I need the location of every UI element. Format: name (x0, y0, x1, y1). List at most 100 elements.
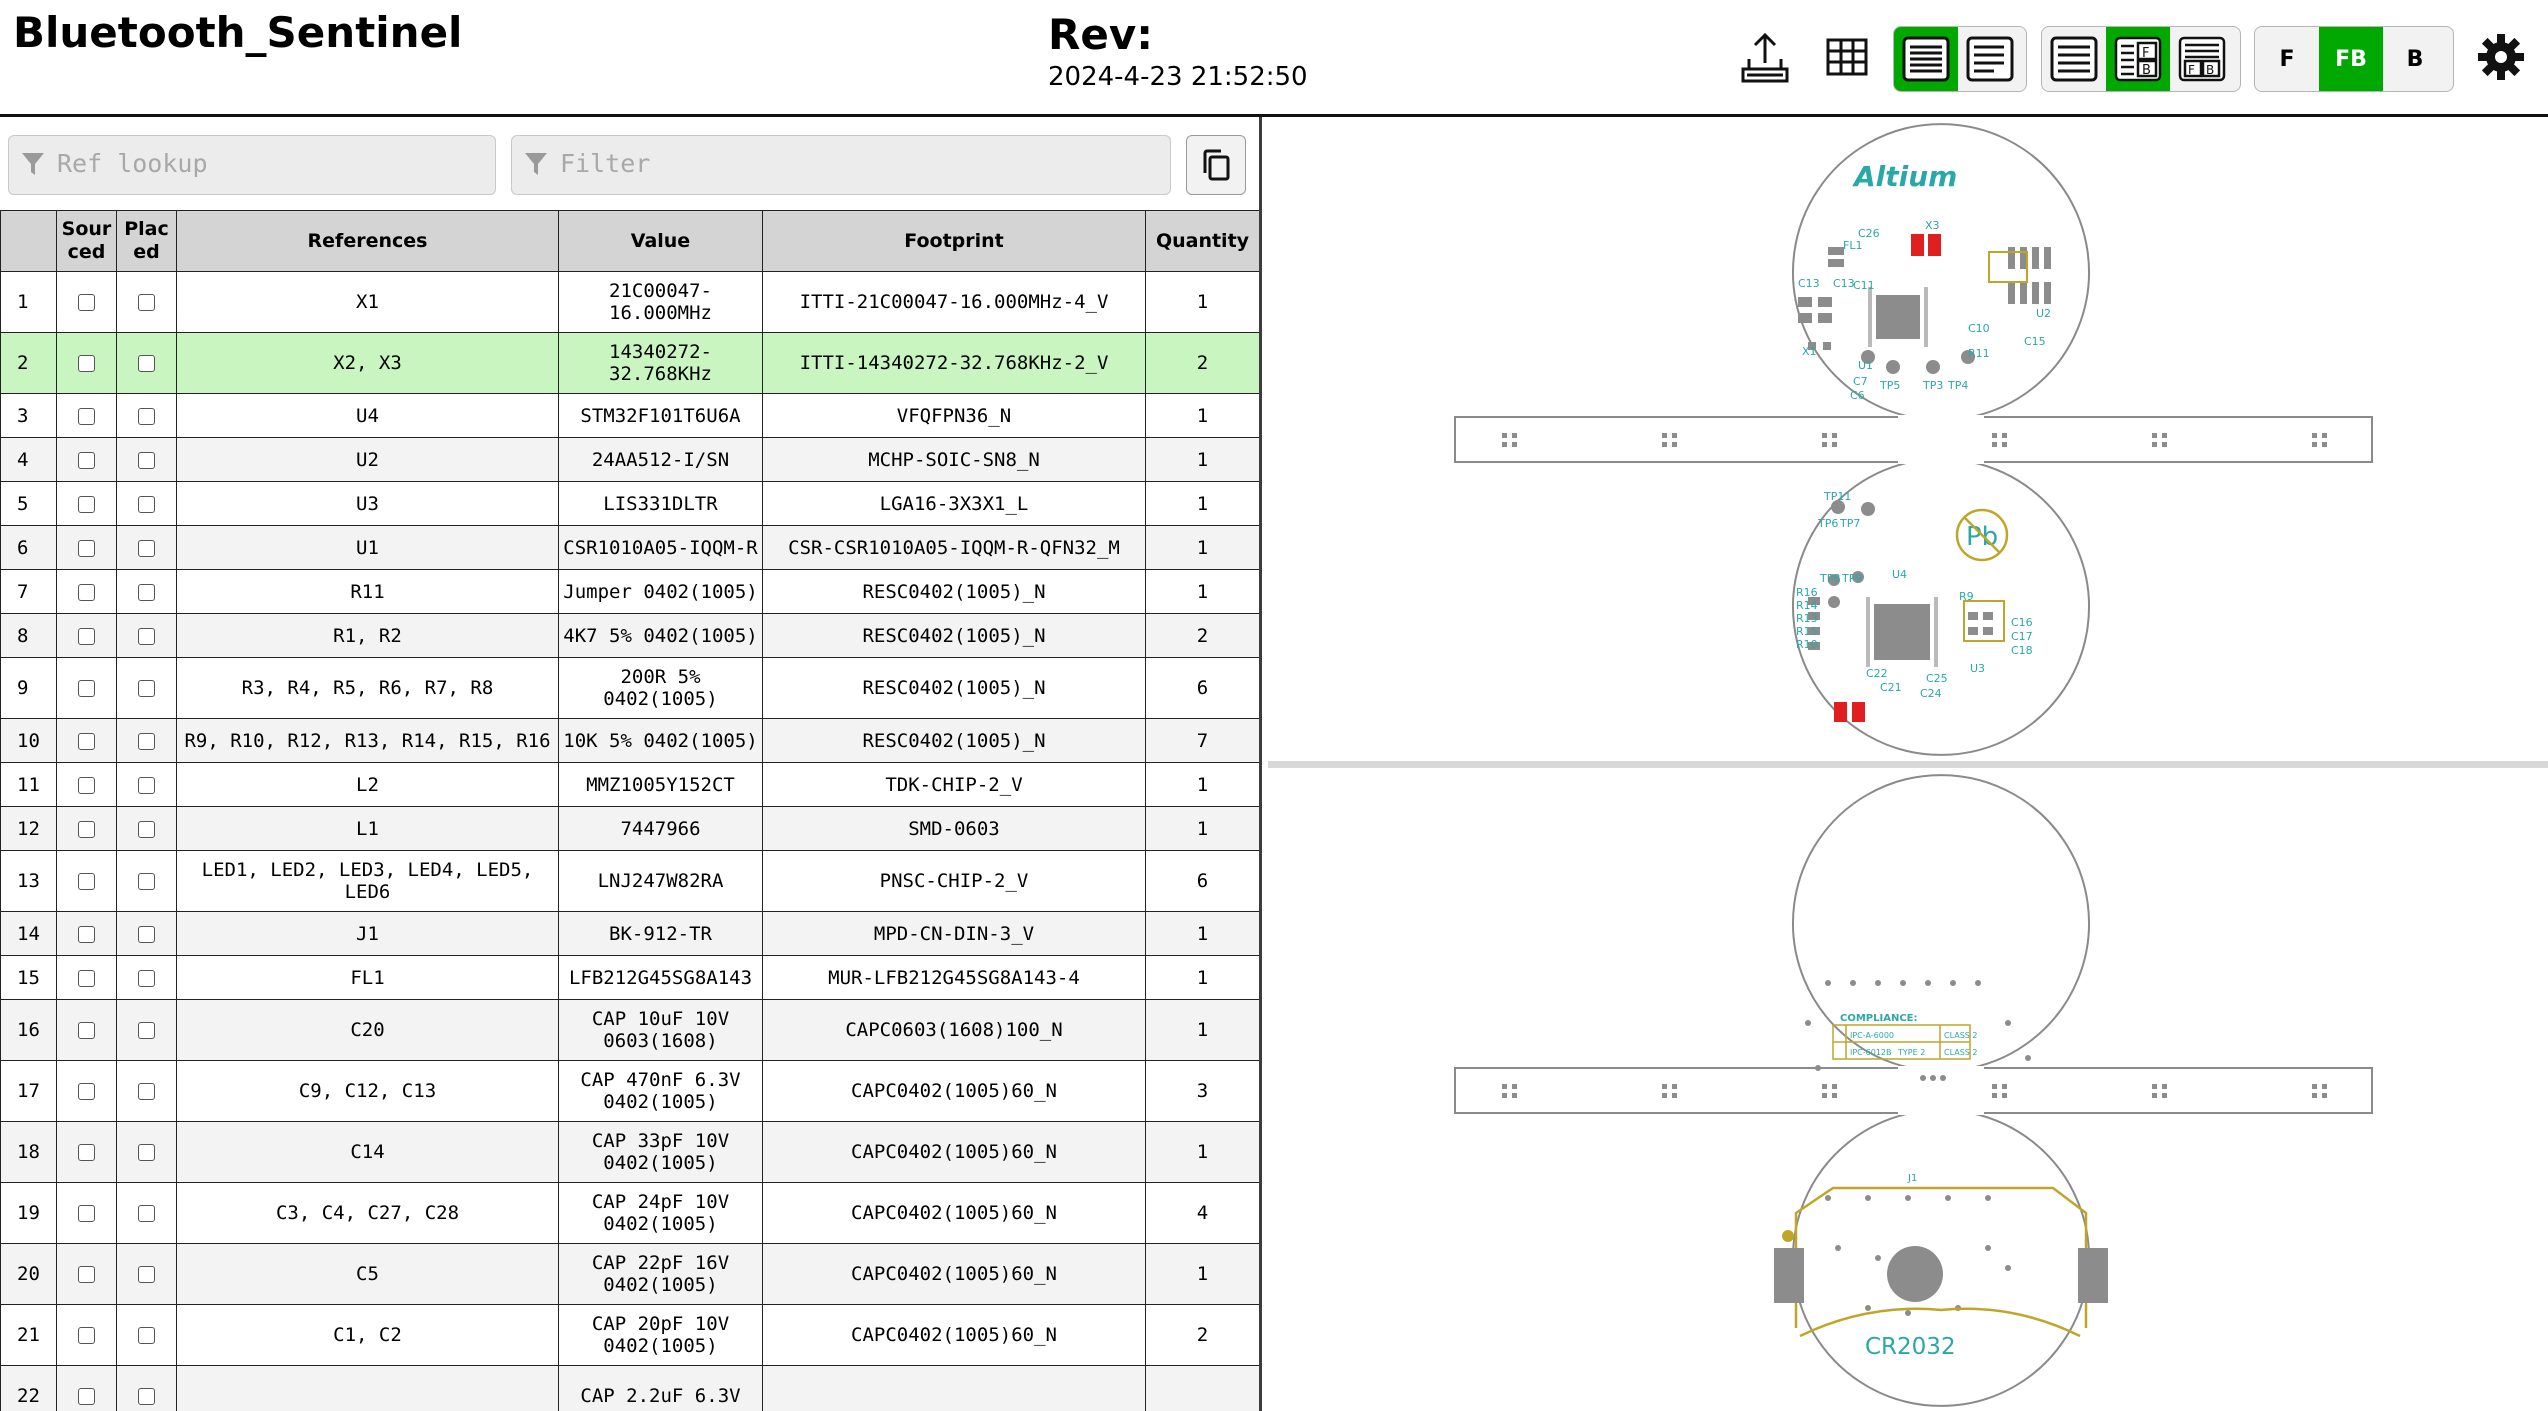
sourced-checkbox[interactable] (78, 776, 95, 794)
placed-checkbox[interactable] (138, 451, 155, 469)
sourced-checkbox[interactable] (78, 627, 95, 645)
row-number: 20 (0, 1243, 57, 1305)
quantity-cell: 2 (1145, 332, 1260, 394)
copy-button[interactable] (1186, 135, 1246, 195)
placed-checkbox[interactable] (138, 969, 155, 987)
bom-left-drawings-right-icon[interactable] (1894, 27, 1958, 91)
ref-lookup-input[interactable]: Ref lookup (8, 135, 496, 195)
layer-divider[interactable] (1268, 761, 2548, 768)
sourced-checkbox[interactable] (78, 294, 95, 311)
value-cell: CAP 20pF 10V 0402(1005) (558, 1304, 763, 1366)
col-references[interactable]: References (176, 210, 559, 272)
placed-checkbox[interactable] (138, 1205, 155, 1222)
placed-checkbox[interactable] (138, 1388, 155, 1405)
sourced-checkbox[interactable] (78, 1266, 95, 1283)
references-cell: FL1 (176, 955, 559, 1000)
filter-icon (22, 153, 44, 175)
sourced-checkbox[interactable] (78, 539, 95, 557)
placed-checkbox[interactable] (138, 495, 155, 513)
settings-gear-icon[interactable] (2470, 26, 2532, 88)
layer-both-button[interactable]: FB (2319, 27, 2383, 91)
placed-checkbox[interactable] (138, 820, 155, 838)
placed-checkbox[interactable] (138, 1022, 155, 1039)
bom-only-icon[interactable] (2042, 27, 2106, 91)
sourced-checkbox[interactable] (78, 873, 95, 890)
sourced-checkbox[interactable] (78, 732, 95, 750)
layer-front-button[interactable]: F (2279, 46, 2295, 72)
col-num[interactable] (0, 210, 57, 272)
col-footprint[interactable]: Footprint (762, 210, 1146, 272)
grid-icon[interactable] (1816, 26, 1878, 88)
col-value[interactable]: Value (558, 210, 763, 272)
placed-checkbox[interactable] (138, 873, 155, 890)
bom-top-drawings-bottom-icon[interactable] (1958, 27, 2022, 91)
sourced-checkbox[interactable] (78, 451, 95, 469)
sourced-checkbox[interactable] (78, 820, 95, 838)
svg-text:B: B (2142, 63, 2151, 78)
placed-checkbox[interactable] (138, 539, 155, 557)
fab-bom-icon[interactable] (1734, 26, 1796, 88)
sourced-checkbox[interactable] (78, 1022, 95, 1039)
sourced-checkbox[interactable] (78, 1388, 95, 1405)
sourced-checkbox[interactable] (78, 925, 95, 943)
sourced-checkbox[interactable] (78, 1083, 95, 1100)
sourced-checkbox[interactable] (78, 1144, 95, 1161)
sourced-checkbox[interactable] (78, 680, 95, 697)
filter-input[interactable]: Filter (511, 135, 1171, 195)
scrollbar[interactable] (1259, 117, 1262, 1411)
placed-checkbox[interactable] (138, 355, 155, 372)
col-quantity[interactable]: Quantity (1145, 210, 1260, 272)
sourced-checkbox[interactable] (78, 407, 95, 425)
placed-checkbox[interactable] (138, 1083, 155, 1100)
quantity-cell: 3 (1145, 1060, 1260, 1122)
placed-checkbox[interactable] (138, 680, 155, 697)
placed-checkbox[interactable] (138, 583, 155, 601)
sourced-checkbox-cell (56, 525, 117, 570)
references-cell: L2 (176, 762, 559, 807)
placed-checkbox[interactable] (138, 776, 155, 794)
placed-checkbox[interactable] (138, 1144, 155, 1161)
col-sourced[interactable]: Sour ced (56, 210, 117, 272)
placed-checkbox[interactable] (138, 732, 155, 750)
placed-checkbox[interactable] (138, 1266, 155, 1283)
placed-checkbox[interactable] (138, 627, 155, 645)
placed-checkbox[interactable] (138, 925, 155, 943)
sourced-checkbox[interactable] (78, 1205, 95, 1222)
sourced-checkbox[interactable] (78, 969, 95, 987)
placed-checkbox[interactable] (138, 407, 155, 425)
placed-checkbox[interactable] (138, 294, 155, 311)
back-canvas[interactable]: COMPLIANCE: IPC-A-6000 CLASS 2 IPC-6012B… (1268, 768, 2548, 1411)
placed-checkbox[interactable] (138, 1327, 155, 1344)
sourced-checkbox[interactable] (78, 583, 95, 601)
col-placed[interactable]: Plac ed (116, 210, 177, 272)
layer-back-button[interactable]: B (2406, 46, 2424, 72)
sourced-checkbox[interactable] (78, 1327, 95, 1344)
sourced-checkbox[interactable] (78, 355, 95, 372)
sourced-checkbox[interactable] (78, 495, 95, 513)
